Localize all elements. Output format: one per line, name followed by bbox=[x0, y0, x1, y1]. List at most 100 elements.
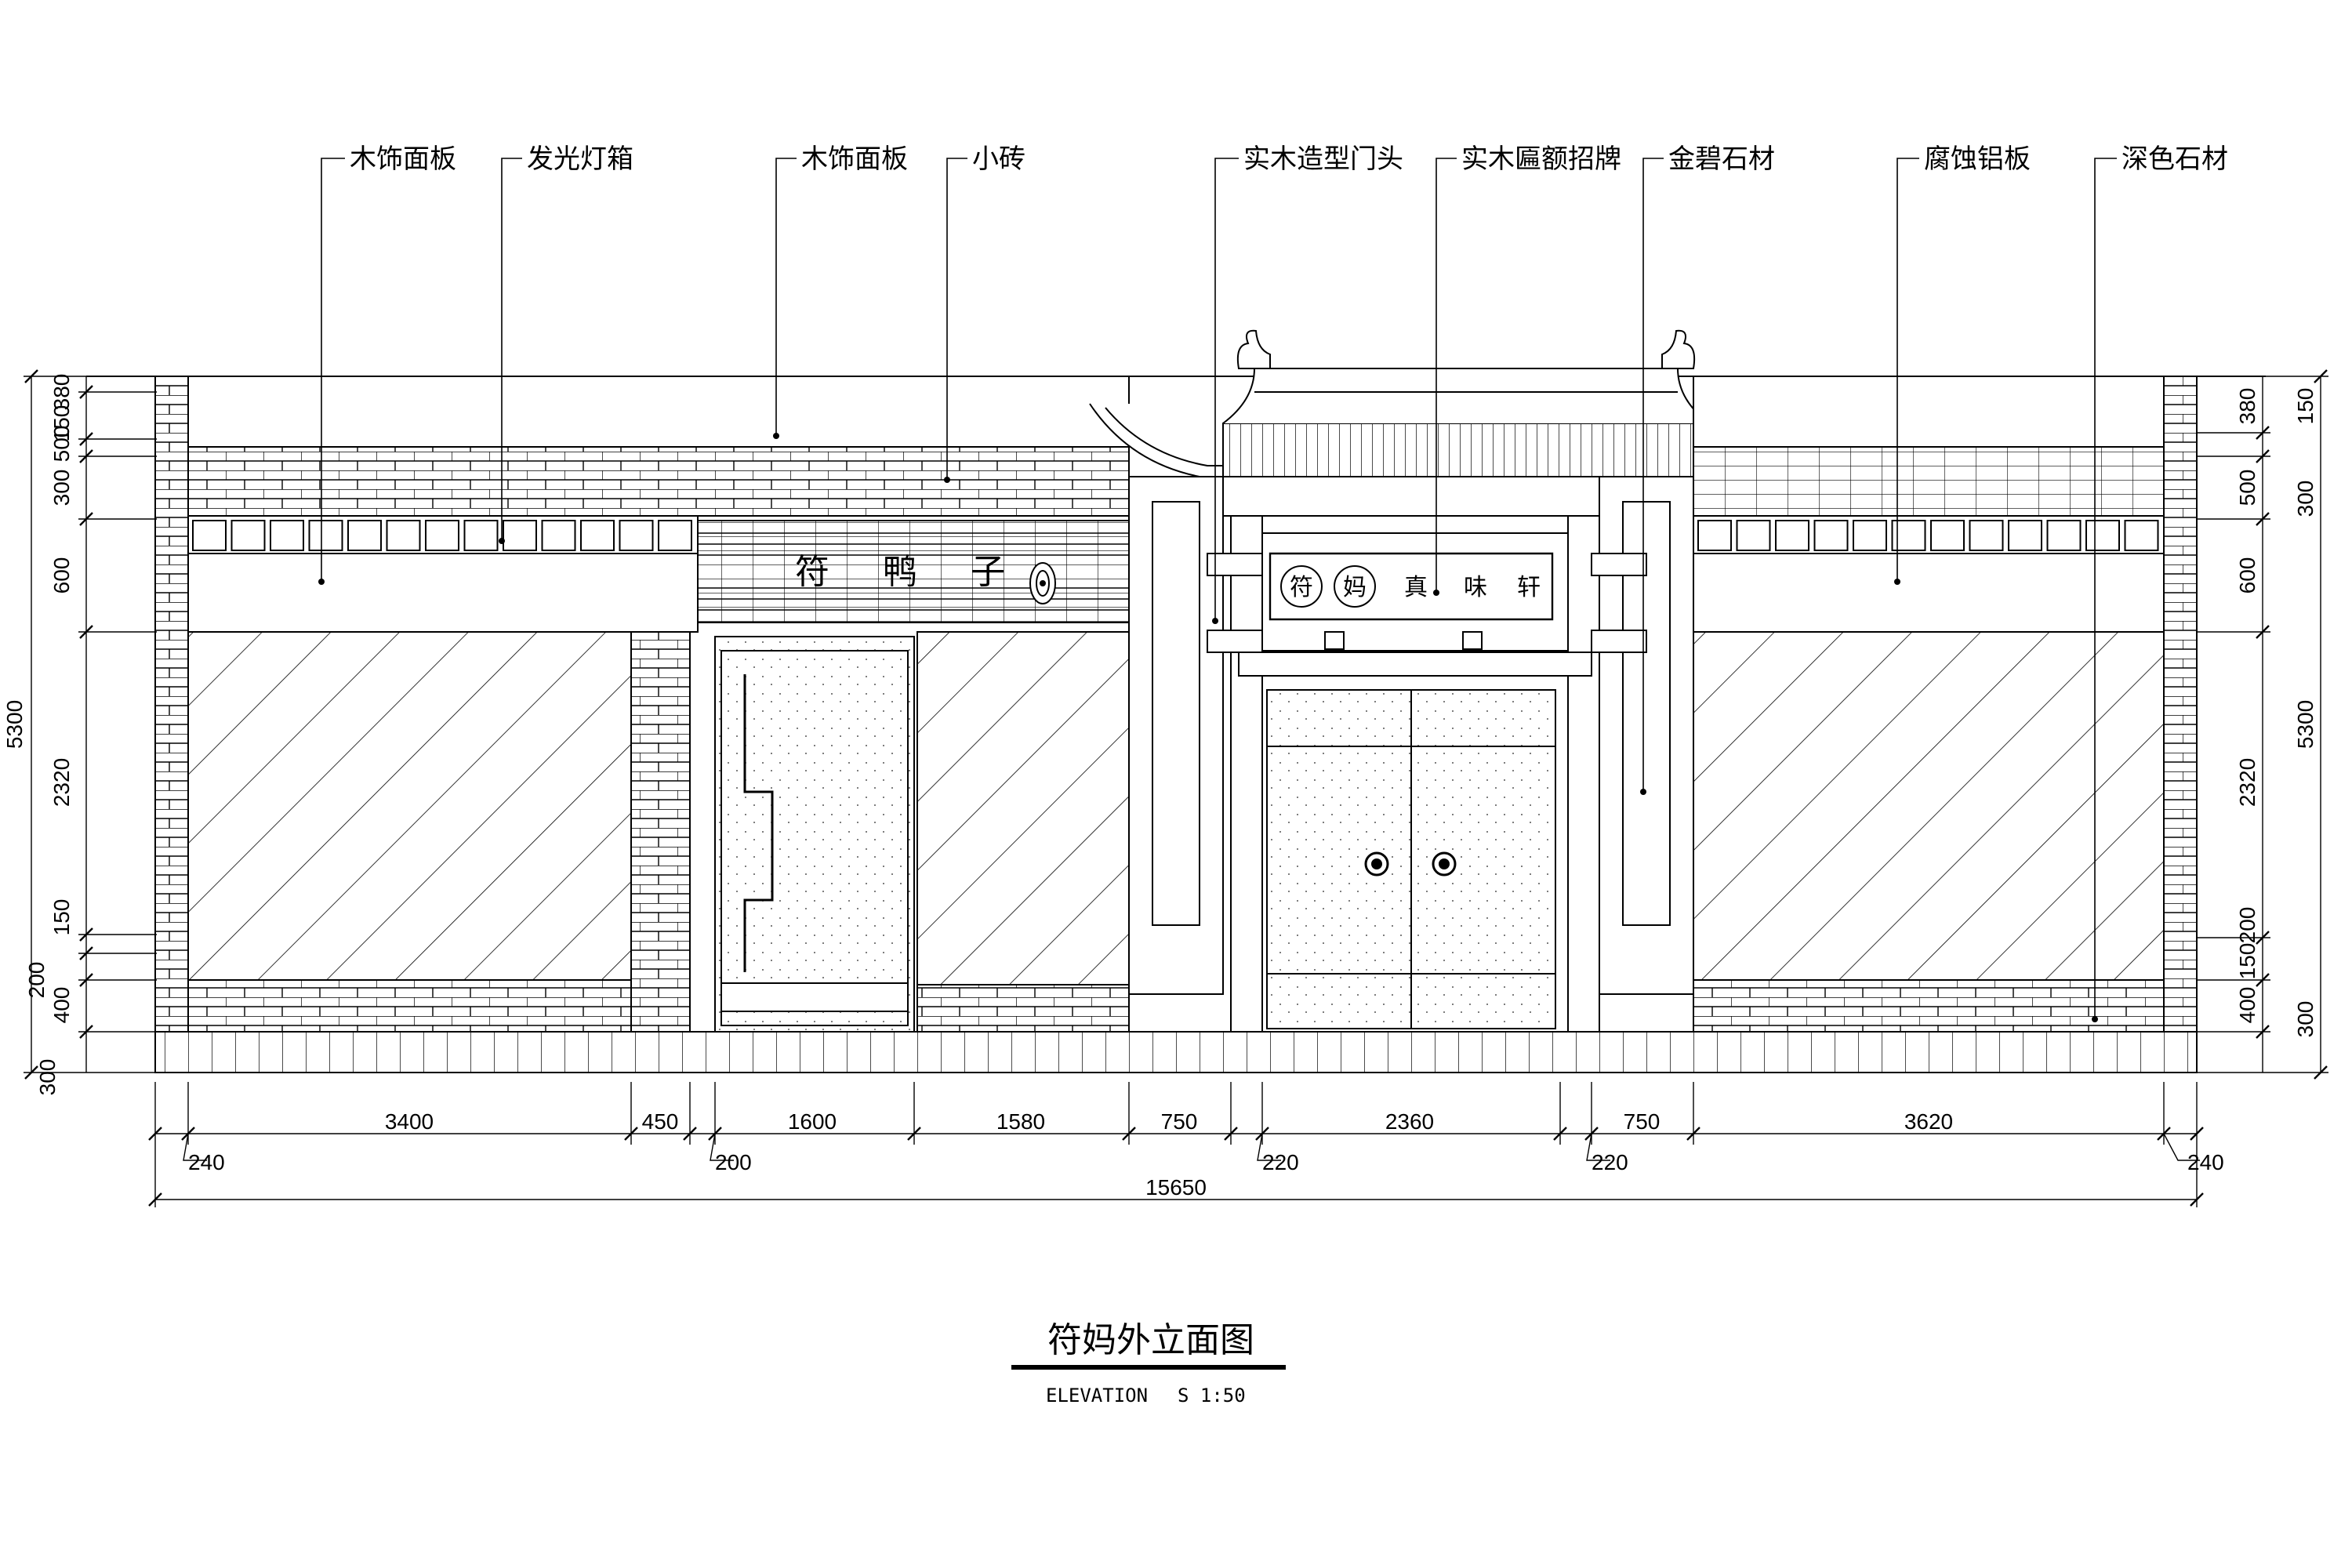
dim-bottom-4: 1580 bbox=[996, 1109, 1045, 1134]
wood-door-left[interactable] bbox=[1267, 690, 1411, 1029]
dim-bottom-8: 3620 bbox=[1904, 1109, 1953, 1134]
dim-right-2: 150 bbox=[2293, 388, 2318, 425]
leader-label-6: 实木匾额招牌 bbox=[1461, 143, 1621, 175]
lightbox-square bbox=[465, 521, 498, 550]
glass-door[interactable] bbox=[721, 651, 908, 1025]
dim-left-10: 300 bbox=[35, 1059, 60, 1096]
lightbox-square bbox=[503, 521, 536, 550]
lightbox-square bbox=[620, 521, 653, 550]
drawing-subtitle: ELEVATION bbox=[1046, 1385, 1148, 1406]
lightbox-square bbox=[1698, 521, 1731, 550]
dim-small-5: 240 bbox=[2187, 1150, 2224, 1174]
right-alu-band bbox=[1693, 447, 2164, 516]
left-brick-base bbox=[188, 980, 631, 1032]
dim-left-1: 150 bbox=[49, 405, 74, 442]
lightbox-square bbox=[2009, 521, 2042, 550]
left-brick-band bbox=[188, 447, 1129, 516]
middle-glass-window bbox=[917, 632, 1129, 985]
dim-bottom-7: 750 bbox=[1624, 1109, 1661, 1134]
plaque-char-2: 味 bbox=[1464, 574, 1487, 601]
leader-labels: 木饰面板 发光灯箱 木饰面板 小砖 实木造型门头 实木匾额招牌 金碧石材 腐蚀铝… bbox=[350, 143, 2228, 175]
leader-lines bbox=[321, 158, 2117, 1019]
dim-right-3: 500 bbox=[2235, 470, 2259, 506]
dim-bottom-6: 2360 bbox=[1385, 1109, 1434, 1134]
lightbox-square bbox=[543, 521, 575, 550]
dim-right-4: 300 bbox=[2293, 481, 2318, 517]
sign-logo-icon bbox=[1029, 562, 1056, 604]
dim-small-4: 220 bbox=[1592, 1150, 1628, 1174]
sign-lines bbox=[698, 533, 1129, 610]
lightbox-square bbox=[1776, 521, 1809, 550]
right-wood-panel bbox=[1693, 376, 2164, 447]
dim-right-1: 380 bbox=[2235, 388, 2259, 425]
dim-bottom-5: 750 bbox=[1161, 1109, 1198, 1134]
dim-right-total: 5300 bbox=[2293, 700, 2318, 749]
dim-right-5: 600 bbox=[2235, 557, 2259, 594]
right-glass-window bbox=[1693, 632, 2164, 980]
dim-left-2: 380 bbox=[49, 374, 74, 411]
left-brick-pillar bbox=[155, 376, 188, 1032]
brand-sign-text: 符 鸭 子 bbox=[795, 552, 1056, 604]
wood-door-right[interactable] bbox=[1411, 690, 1555, 1029]
dim-left-total: 5300 bbox=[2, 700, 27, 749]
dim-total: 15650 bbox=[1145, 1175, 1207, 1200]
leader-label-9: 深色石材 bbox=[2122, 143, 2228, 175]
door-handle[interactable] bbox=[745, 674, 772, 972]
lightbox-squares-right bbox=[1698, 521, 2158, 550]
lightbox-square bbox=[310, 521, 343, 550]
leader-label-1: 木饰面板 bbox=[350, 143, 456, 175]
dim-small-3: 220 bbox=[1262, 1150, 1299, 1174]
leader-label-5: 实木造型门头 bbox=[1243, 143, 1403, 175]
dim-bottom-2: 450 bbox=[642, 1109, 679, 1134]
wood-panel-left-lower bbox=[188, 554, 698, 632]
plaque-circle-char-2: 妈 bbox=[1343, 574, 1367, 601]
lightbox-square bbox=[193, 521, 226, 550]
door-kick-plate bbox=[721, 983, 908, 1011]
lightbox-square bbox=[1737, 521, 1770, 550]
lightbox-square bbox=[2048, 521, 2081, 550]
dimension-ticks bbox=[25, 370, 2327, 1206]
lightbox-square bbox=[232, 521, 265, 550]
dim-left-7: 150 bbox=[49, 899, 74, 936]
title-block: 符妈外立面图 ELEVATION S 1:50 bbox=[1011, 1320, 1286, 1406]
lightbox-square bbox=[1853, 521, 1886, 550]
plaque-circle-char-1: 符 bbox=[1290, 574, 1313, 601]
dim-left-9: 400 bbox=[49, 987, 74, 1024]
lightbox-square bbox=[348, 521, 381, 550]
plaque-text: 符 妈 真 味 轩 bbox=[1290, 574, 1541, 601]
dim-right-6: 2320 bbox=[2235, 758, 2259, 807]
gate-column-right bbox=[1568, 516, 1599, 1033]
plaque-circle-2 bbox=[1334, 566, 1375, 607]
lightbox-square bbox=[2086, 521, 2119, 550]
right-panel-lower bbox=[1693, 554, 2164, 632]
dim-left-8: 200 bbox=[24, 962, 49, 999]
dim-right-7: 200 bbox=[2235, 907, 2259, 944]
bottom-dim-labels: 3400 450 1600 1580 750 2360 750 3620 240… bbox=[188, 1109, 2224, 1200]
leader-label-4: 小砖 bbox=[972, 143, 1025, 175]
sign-char-2: 鸭 bbox=[883, 552, 917, 592]
left-glass-window bbox=[188, 632, 631, 980]
dim-bottom-1: 3400 bbox=[385, 1109, 434, 1134]
lightbox-square bbox=[581, 521, 614, 550]
plaque-circle-1 bbox=[1281, 566, 1322, 607]
brand-sign-board bbox=[698, 521, 1129, 622]
lightbox-square bbox=[2125, 521, 2158, 550]
dim-right-10: 300 bbox=[2293, 1001, 2318, 1038]
middle-brick-base bbox=[917, 985, 1129, 1032]
roof-ornament-right bbox=[1662, 331, 1694, 368]
leader-label-7: 金碧石材 bbox=[1668, 143, 1775, 175]
stone-plinth bbox=[155, 1032, 2197, 1073]
leader-label-8: 腐蚀铝板 bbox=[1924, 143, 2031, 175]
lightbox-square bbox=[1970, 521, 2003, 550]
left-wood-panel bbox=[188, 376, 1129, 447]
lightbox-square bbox=[426, 521, 459, 550]
dim-small-1: 240 bbox=[188, 1150, 225, 1174]
sign-char-3: 子 bbox=[971, 552, 1005, 592]
leader-label-2: 发光灯箱 bbox=[527, 143, 633, 175]
plaque-char-1: 真 bbox=[1404, 574, 1428, 601]
glass-door-frame bbox=[715, 637, 914, 1032]
dim-bottom-3: 1600 bbox=[788, 1109, 837, 1134]
lightbox-square bbox=[270, 521, 303, 550]
dim-right-8: 150 bbox=[2235, 943, 2259, 980]
